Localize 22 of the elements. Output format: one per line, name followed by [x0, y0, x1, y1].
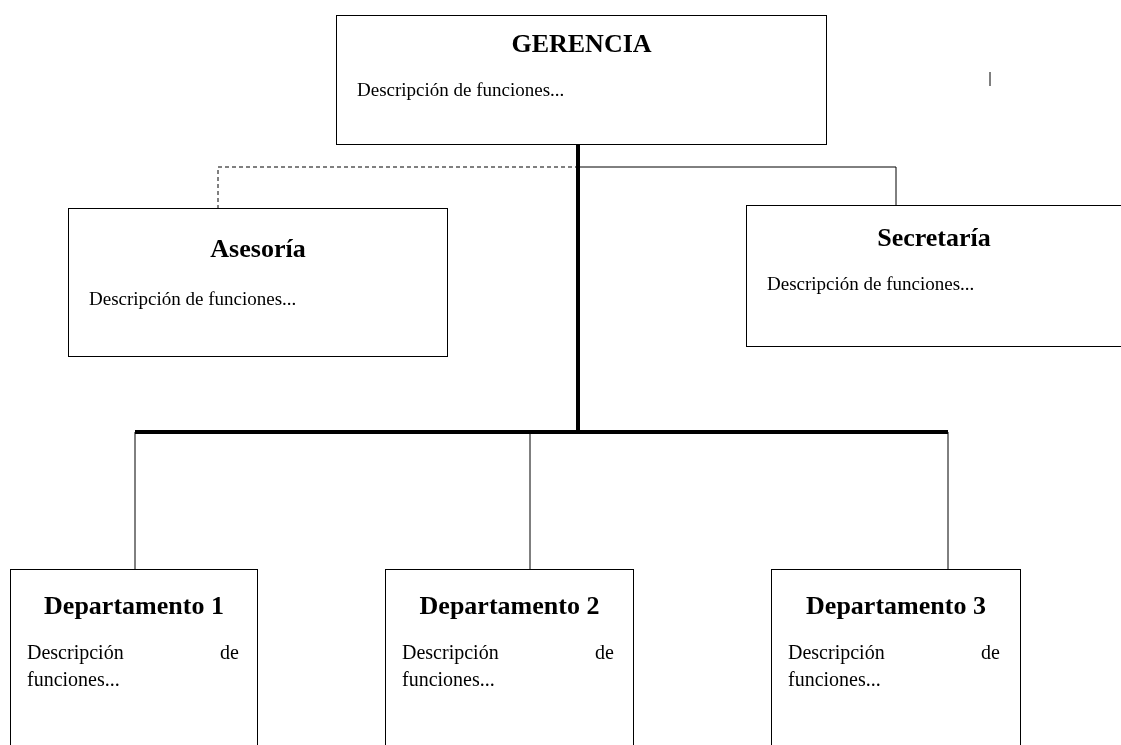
org-box: [771, 569, 1021, 745]
org-box: [68, 208, 448, 357]
org-box: [336, 15, 827, 145]
box-description: Descripción de funciones...: [402, 639, 614, 692]
box-description: Descripción de funciones...: [356, 77, 566, 102]
org-box: [746, 205, 1121, 347]
connector-trunk: [133, 143, 950, 434]
box-description: Descripción de funciones...: [88, 286, 298, 311]
box-title: Asesoría: [209, 233, 307, 265]
connector: [134, 431, 136, 570]
box-description: Descripción de funciones...: [766, 271, 976, 296]
box-title: GERENCIA: [510, 28, 653, 60]
box-description: Descripción de funciones...: [788, 639, 1000, 692]
org-box: [385, 569, 634, 745]
box-title: Departamento 1: [43, 590, 225, 622]
org-box: [10, 569, 258, 745]
box-title: Secretaría: [876, 222, 992, 254]
connector: [947, 431, 949, 570]
connector: [529, 431, 531, 570]
box-description: Descripción de funciones...: [27, 639, 239, 692]
box-title: Departamento 3: [805, 590, 987, 622]
box-title: Departamento 2: [418, 590, 601, 622]
